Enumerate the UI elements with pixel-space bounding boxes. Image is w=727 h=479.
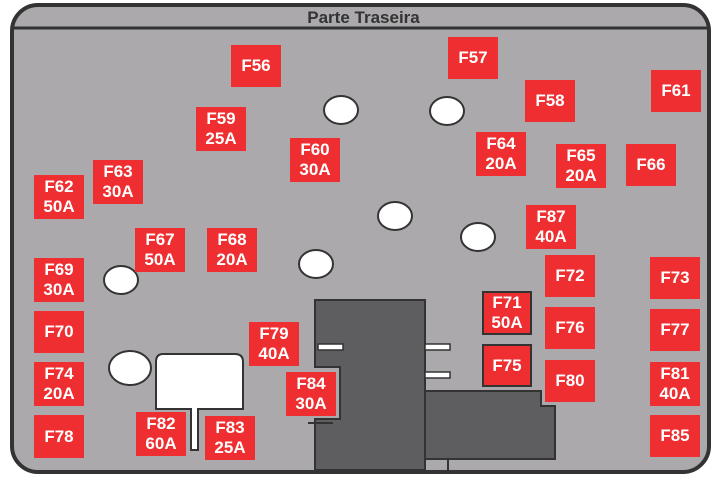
connector-pins [317,343,451,379]
fuse-id: F68 [217,230,247,249]
fuse-id: F61 [661,81,691,100]
fuse-rating: 40A [535,227,567,246]
fuse-rating: 20A [565,166,597,185]
fuse-f72[interactable]: F72 [545,255,595,297]
fuse-id: F67 [145,230,175,249]
fuse-id: F79 [259,324,289,343]
fuse-id: F63 [103,162,133,181]
fuse-f61[interactable]: F61 [651,70,701,112]
fuse-id: F59 [206,109,236,128]
fuse-id: F77 [660,320,690,339]
fuse-id: F75 [492,355,522,375]
fuse-rating: 30A [102,182,134,201]
fuse-id: F78 [44,426,74,446]
mounting-hole [323,95,359,125]
fuse-f85[interactable]: F85 [650,415,700,457]
fuse-f75[interactable]: F75 [482,344,532,387]
fuse-rating: 25A [214,438,246,457]
fuse-rating: 40A [258,344,290,363]
mounting-hole [103,265,139,295]
fuse-id: F84 [296,374,326,393]
fuse-rating: 30A [299,160,331,179]
fuse-rating: 50A [144,250,176,269]
fuse-f58[interactable]: F58 [525,80,575,122]
fuse-f57[interactable]: F57 [448,37,498,79]
fuse-rating: 30A [295,394,327,413]
relay-connector [314,299,556,471]
fuse-rating: 30A [43,280,75,299]
fuse-id: F65 [566,146,596,165]
mounting-hole [429,96,465,126]
fuse-id: F76 [555,318,585,337]
fuse-rating: 25A [205,129,237,148]
fuse-id: F82 [146,414,176,433]
mounting-hole [377,201,413,231]
fuse-id: F56 [241,56,271,75]
fuse-id: F62 [44,177,74,196]
fuse-rating: 40A [659,384,691,403]
fuse-id: F57 [458,48,488,67]
fuse-rating: 50A [491,313,523,332]
fuse-id: F72 [555,266,585,285]
fuse-rating: 60A [145,434,177,453]
fuse-id: F74 [44,364,74,383]
mounting-hole [298,249,334,279]
fuse-id: F70 [44,322,74,341]
fuse-f73[interactable]: F73 [650,257,700,299]
mounting-holes [103,95,496,386]
fuse-rating: 20A [43,384,75,403]
fuse-f70[interactable]: F70 [34,311,84,353]
fuse-rating: 50A [43,197,75,216]
mounting-hole [460,222,496,252]
fuse-id: F60 [300,140,330,159]
fuse-id: F66 [636,155,666,174]
fuse-id: F80 [555,371,585,390]
fuse-f56[interactable]: F56 [231,45,281,87]
fuse-id: F85 [660,426,690,445]
fuse-rating: 20A [485,154,517,173]
fuse-id: F58 [535,91,565,110]
mounting-hole [108,350,152,386]
fuse-id: F87 [536,207,566,226]
fuse-id: F81 [660,364,690,383]
fuse-f78[interactable]: F78 [34,415,84,458]
fuse-id: F69 [44,260,74,279]
section-title: Parte Traseira [307,8,420,27]
fuse-id: F73 [660,268,690,287]
fuse-id: F64 [486,134,516,153]
fuse-f77[interactable]: F77 [650,309,700,351]
white-bracket [155,353,244,451]
fuse-id: F83 [215,418,245,437]
fuse-f66[interactable]: F66 [626,144,676,186]
fuse-rating: 20A [216,250,248,269]
fuse-f76[interactable]: F76 [545,307,595,349]
fuse-f80[interactable]: F80 [545,360,595,402]
fuse-id: F71 [492,293,522,312]
